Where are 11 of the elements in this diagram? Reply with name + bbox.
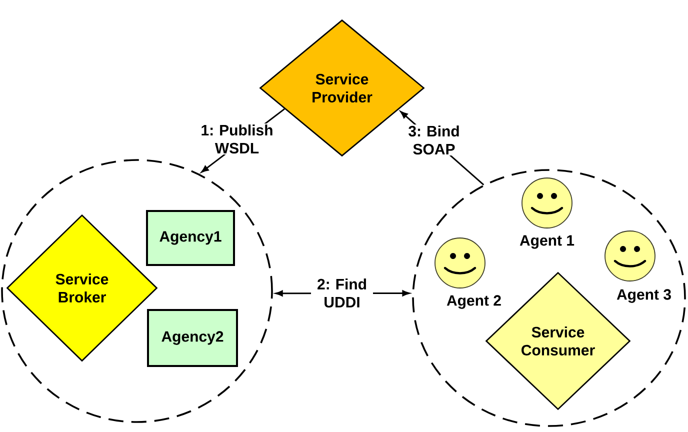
agent-label: Agent 1 xyxy=(520,235,574,249)
smiley-icon xyxy=(522,178,572,228)
edge-label: 2: Find UDDI xyxy=(311,278,373,309)
dashed-ellipse xyxy=(412,169,686,427)
dashed-ellipse xyxy=(1,159,273,423)
edge-label: 1: Publish WSDL xyxy=(194,124,280,155)
smiley-icon xyxy=(434,238,486,288)
edge-label: 3: Bind SOAP xyxy=(403,124,465,156)
agency-box: Agency1 xyxy=(146,210,235,266)
smiley-icon xyxy=(604,230,656,282)
agency-box: Agency2 xyxy=(147,309,238,367)
